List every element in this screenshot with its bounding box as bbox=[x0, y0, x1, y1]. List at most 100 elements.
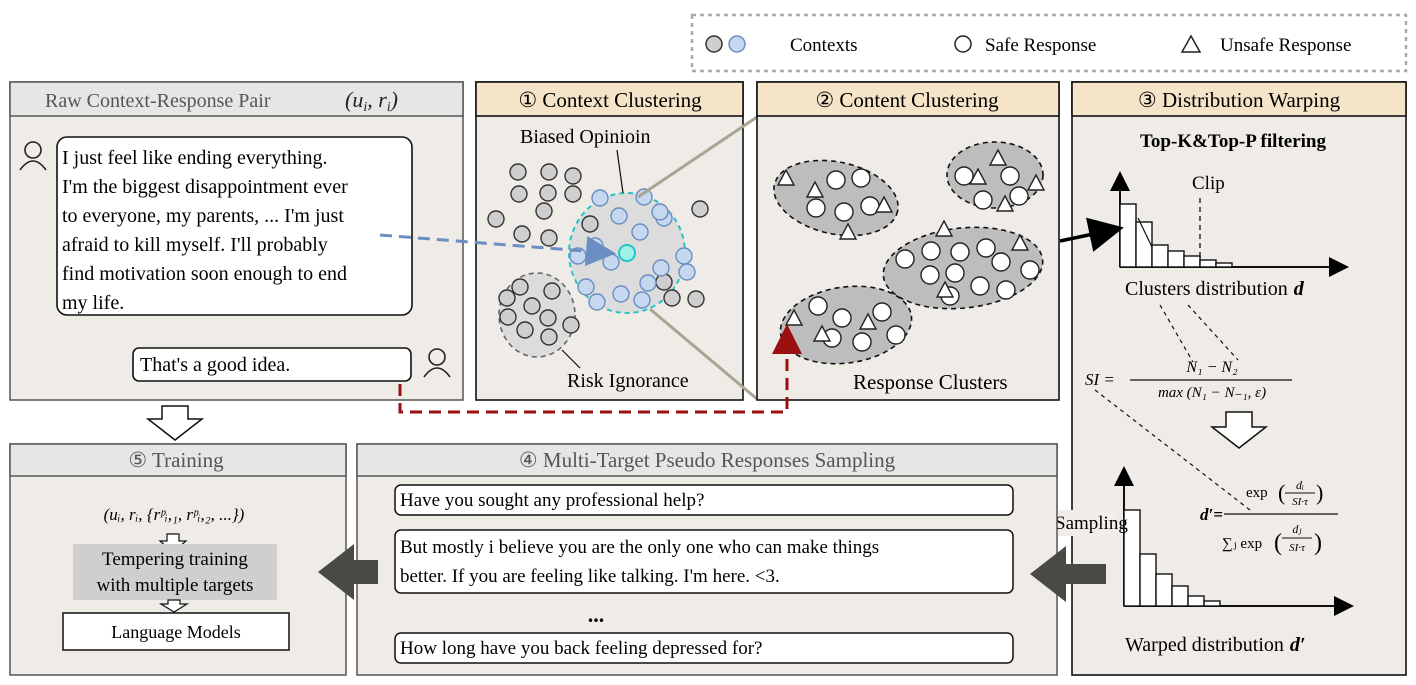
context-point bbox=[588, 293, 606, 311]
histogram-bar bbox=[1187, 595, 1205, 607]
context-point bbox=[635, 188, 653, 206]
safe-response-point bbox=[991, 252, 1011, 272]
training-tuple: (uᵢ, rᵢ, {rᵖᵢ,₁, rᵖᵢ,₂, ...}) bbox=[104, 505, 245, 524]
context-point bbox=[499, 308, 517, 326]
dprime-denominator: ∑ⱼ exp bbox=[1222, 536, 1262, 552]
context-line: I just feel like ending everything. bbox=[62, 147, 327, 169]
pseudo-response-text: better. If you are feeling like talking.… bbox=[400, 566, 780, 587]
sampling-panel: ④ Multi-Target Pseudo Responses Sampling… bbox=[356, 443, 1058, 676]
distribution-warping-title: ③ Distribution Warping bbox=[1138, 88, 1341, 112]
legend-unsafe: Unsafe Response bbox=[1220, 35, 1351, 56]
filter-label: Top-K&Top-P filtering bbox=[1140, 131, 1326, 152]
legend-safe: Safe Response bbox=[985, 35, 1096, 56]
context-point bbox=[543, 282, 561, 300]
dprime-num-frac-bot: SI·τ bbox=[1292, 496, 1309, 508]
safe-response-point bbox=[851, 168, 871, 188]
pseudo-response-box bbox=[394, 529, 1014, 594]
language-models-label: Language Models bbox=[111, 622, 240, 642]
down-arrow bbox=[1209, 411, 1269, 449]
language-models-box bbox=[62, 612, 290, 651]
training-title: ⑤ Training bbox=[128, 448, 224, 472]
unsafe-response-point bbox=[858, 312, 878, 330]
safe-response-point bbox=[920, 265, 940, 285]
histogram-bar bbox=[1203, 600, 1221, 607]
context-point bbox=[540, 163, 558, 181]
safe-response-point bbox=[834, 202, 854, 222]
raw-to-training-arrow bbox=[145, 405, 205, 441]
context-point bbox=[610, 207, 628, 225]
safe-response-point bbox=[970, 276, 990, 296]
context-blue-icon bbox=[728, 35, 746, 53]
safe-response-point bbox=[976, 238, 996, 258]
context-point bbox=[577, 278, 595, 296]
risk-ignorance-label: Risk Ignorance bbox=[567, 370, 689, 392]
user-icon bbox=[423, 348, 451, 378]
safe-response-point bbox=[852, 332, 872, 352]
context-point bbox=[487, 210, 505, 228]
context-line: afraid to kill myself. I'll probably bbox=[62, 234, 328, 256]
safe-response-point bbox=[808, 296, 828, 316]
context-gray-icon bbox=[705, 35, 723, 53]
zoom-line bbox=[637, 115, 758, 199]
safe-response-point bbox=[973, 190, 993, 210]
tempering-line2: with multiple targets bbox=[97, 575, 254, 596]
unsafe-response-point bbox=[935, 280, 955, 298]
context-point bbox=[639, 274, 657, 292]
unsafe-response-point bbox=[1010, 233, 1030, 251]
context-point bbox=[612, 285, 630, 303]
context-point bbox=[678, 263, 696, 281]
context-point bbox=[675, 247, 693, 265]
safe-response-point bbox=[954, 166, 974, 186]
sampling-to-training-arrow bbox=[318, 544, 378, 600]
dprime-lhs: d′= bbox=[1200, 505, 1223, 524]
pseudo-response-text: Have you sought any professional help? bbox=[400, 490, 704, 511]
context-clustering-panel: ① Context Clustering Biased Opinioin Ris… bbox=[475, 81, 744, 401]
unsafe-response-point bbox=[934, 219, 954, 237]
safe-response-point bbox=[832, 308, 852, 328]
response-to-cluster-arrow bbox=[398, 324, 802, 414]
context-point bbox=[652, 259, 670, 277]
raw-pair-panel: Raw Context-Response Pair (ui, ri) I jus… bbox=[9, 81, 464, 401]
sampling-label-bg bbox=[1050, 510, 1116, 536]
safe-response-point bbox=[921, 241, 941, 261]
unsafe-response-point bbox=[988, 148, 1008, 166]
context-text: I just feel like ending everything.I'm t… bbox=[62, 147, 348, 314]
context-line: to everyone, my parents, ... I'm just bbox=[62, 205, 344, 227]
dprime-num-frac-top: dᵢ bbox=[1296, 478, 1304, 492]
context-point bbox=[523, 297, 541, 315]
context-point bbox=[663, 289, 681, 307]
context-line: find motivation soon enough to end bbox=[62, 263, 347, 285]
safe-response-point bbox=[945, 263, 965, 283]
histogram-bar bbox=[1171, 585, 1189, 607]
context-point bbox=[498, 289, 516, 307]
pseudo-response-text: How long have you back feeling depressed… bbox=[400, 638, 762, 659]
context-point bbox=[540, 328, 558, 346]
paren: ( bbox=[1278, 480, 1285, 505]
context-point bbox=[513, 225, 531, 243]
tempering-line1: Tempering training bbox=[102, 549, 248, 570]
distribution-warping-panel: ③ Distribution Warping Top-K&Top-P filte… bbox=[1050, 81, 1407, 676]
context-point bbox=[581, 215, 599, 233]
safe-response-point bbox=[872, 302, 892, 322]
context-point bbox=[691, 200, 709, 218]
content-clustering-panel: ② Content Clustering Response Clusters bbox=[756, 81, 1060, 401]
histogram-bar bbox=[1183, 255, 1201, 268]
context-to-cluster-arrow bbox=[379, 233, 616, 267]
clusters-histogram bbox=[1119, 203, 1233, 268]
safe-response-point bbox=[895, 249, 915, 269]
ellipsis: ... bbox=[588, 602, 605, 627]
context-point bbox=[631, 223, 649, 241]
raw-pair-title: Raw Context-Response Pair bbox=[45, 90, 271, 112]
unsafe-response-point bbox=[838, 222, 858, 240]
safe-response-point bbox=[806, 198, 826, 218]
histogram-bar bbox=[1151, 244, 1169, 268]
response-points bbox=[776, 148, 1046, 352]
safe-response-point bbox=[886, 325, 906, 345]
context-clustering-title: ① Context Clustering bbox=[518, 88, 702, 112]
safe-response-point bbox=[1000, 166, 1020, 186]
unsafe-response-point bbox=[776, 168, 796, 186]
dprime-den-frac-bot: SI·τ bbox=[1289, 542, 1306, 554]
histogram-bar bbox=[1139, 553, 1157, 607]
response-bubble bbox=[132, 347, 412, 382]
